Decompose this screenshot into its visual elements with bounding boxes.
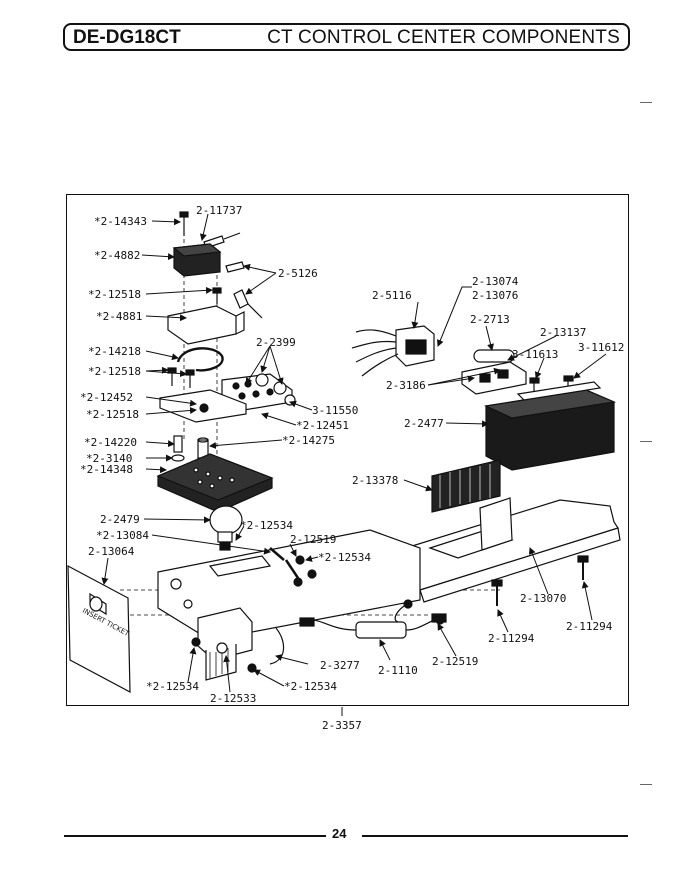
part-label: *2-14348 xyxy=(80,463,133,476)
part-label: *2-14275 xyxy=(282,434,335,447)
heat-sink-icon xyxy=(431,459,501,513)
part-label: *2-12534 xyxy=(284,680,337,693)
part-label: 2-2479 xyxy=(100,513,140,526)
footer-rule-left xyxy=(64,835,326,837)
part-label: *2-3140 xyxy=(86,452,132,465)
part-label: 3-11613 xyxy=(512,348,558,361)
footer-rule-right xyxy=(362,835,628,837)
edge-mark xyxy=(640,102,652,103)
parts-artwork xyxy=(67,211,621,694)
part-label: *2-14343 xyxy=(94,215,147,228)
part-label: *2-12534 xyxy=(318,551,371,564)
part-label: *2-12534 xyxy=(240,519,293,532)
part-label: 2-3357 xyxy=(322,719,362,732)
part-label: *2-12452 xyxy=(80,391,133,404)
part-label: 2-13137 xyxy=(540,326,586,339)
header-box: DE-DG18CT CT CONTROL CENTER COMPONENTS xyxy=(63,23,630,51)
part-label: 2-5116 xyxy=(372,289,412,302)
part-label: *2-4882 xyxy=(94,249,140,262)
part-label: *2-12534 xyxy=(146,680,199,693)
part-label: 2-13070 xyxy=(520,592,566,605)
page-title: CT CONTROL CENTER COMPONENTS xyxy=(267,27,620,48)
part-label: 3-11612 xyxy=(578,341,624,354)
part-label: 2-13378 xyxy=(352,474,398,487)
model-number: DE-DG18CT xyxy=(73,27,181,48)
part-label: 2-2399 xyxy=(256,336,296,349)
part-label: *2-14218 xyxy=(88,345,141,358)
insert-ticket-panel-icon xyxy=(67,564,131,694)
part-label: 2-2713 xyxy=(470,313,510,326)
part-label: 3-11550 xyxy=(312,404,358,417)
part-label: 2-1110 xyxy=(378,664,418,677)
part-label: *2-12451 xyxy=(296,419,349,432)
part-label: 2-12533 xyxy=(210,692,256,705)
transformer-icon xyxy=(483,381,617,471)
leader-lines xyxy=(101,213,607,716)
part-label: 2-13076 xyxy=(472,289,518,302)
part-label: 2-2477 xyxy=(404,417,444,430)
relay-block-icon xyxy=(172,243,222,277)
part-label: *2-12518 xyxy=(88,365,141,378)
part-label: 2-12519 xyxy=(432,655,478,668)
part-label: *2-4881 xyxy=(96,310,142,323)
part-label: *2-13084 xyxy=(96,529,149,542)
part-label: 2-11294 xyxy=(488,632,535,645)
part-label: 2-11294 xyxy=(566,620,613,633)
chassis-base-icon xyxy=(379,497,621,603)
part-label: *2-14220 xyxy=(84,436,137,449)
part-label: 2-13064 xyxy=(88,545,135,558)
part-label: 2-3186 xyxy=(386,379,426,392)
part-label: *2-12518 xyxy=(86,408,139,421)
part-labels: *2-14343 2-11737 *2-4882 2-5126 *2-12518… xyxy=(80,204,624,732)
edge-mark xyxy=(640,784,652,785)
base-plate-icon xyxy=(156,453,274,513)
diagram-frame xyxy=(66,194,629,706)
lamp-icon xyxy=(209,505,243,551)
part-label: 2-12519 xyxy=(290,533,336,546)
part-label: 2-5126 xyxy=(278,267,318,280)
screw-icon xyxy=(179,211,189,236)
page-number: 24 xyxy=(332,826,347,841)
edge-mark xyxy=(640,441,652,442)
part-label: 2-13074 xyxy=(472,275,519,288)
part-label: 2-3277 xyxy=(320,659,360,672)
part-label: *2-12518 xyxy=(88,288,141,301)
part-label: 2-11737 xyxy=(196,204,242,217)
wire-connector-icon xyxy=(351,325,435,377)
